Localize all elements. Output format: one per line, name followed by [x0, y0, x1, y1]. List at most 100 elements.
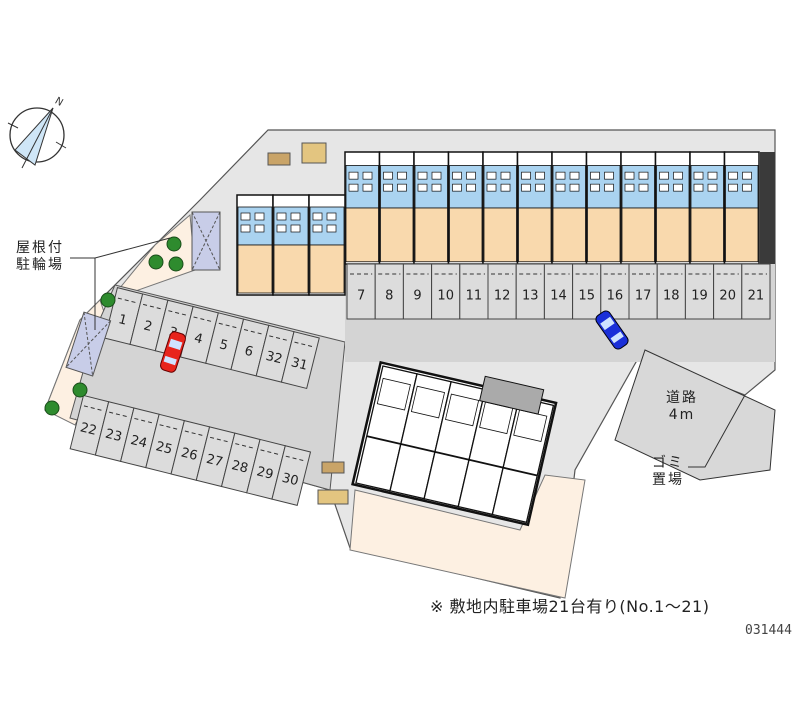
main-unit [654, 151, 691, 265]
main-unit [482, 151, 519, 265]
parking-space-number: 16 [607, 289, 624, 304]
parking-space: 21 [741, 263, 771, 320]
parking-space-number: 9 [413, 289, 421, 304]
left-building [236, 194, 346, 296]
parking-space-number: 1 [117, 312, 129, 329]
left-unit [236, 194, 274, 296]
main-unit [620, 151, 657, 265]
road [614, 349, 776, 481]
property-code: 031444 [745, 623, 792, 638]
parking-space: 12 [487, 263, 517, 320]
parking-space-number: 29 [255, 464, 275, 483]
parking-space-number: 2 [142, 318, 154, 335]
main-unit [413, 151, 450, 265]
main-unit [378, 151, 415, 265]
car-blue [595, 310, 629, 350]
tree [166, 236, 182, 252]
parking-space-number: 22 [78, 420, 98, 439]
parking-space-number: 6 [243, 344, 255, 361]
parking-space: 31 [280, 331, 320, 390]
garbage-label: ゴミ 置場 [652, 455, 684, 489]
trees [44, 236, 184, 416]
bike-roof-1 [191, 211, 221, 271]
main-unit [551, 151, 588, 265]
lower-unit [491, 396, 555, 524]
parking-space: 30 [271, 445, 312, 507]
main-unit [516, 151, 553, 265]
parking-space-number: 8 [385, 289, 393, 304]
garbage-label-line1: ゴミ [652, 455, 684, 471]
bike-parking-label-line1: 屋根付 [16, 240, 64, 256]
leader-garbage [688, 394, 746, 468]
road-name: 道路 [666, 390, 698, 406]
parking-space-number: 19 [691, 289, 708, 304]
parking-space-number: 12 [494, 289, 511, 304]
parking-space: 20 [713, 263, 743, 320]
parking-note: ※ 敷地内駐車場21台有り(No.1～21) [430, 597, 710, 616]
road-label: 道路 4m [666, 390, 698, 424]
parking-space-number: 15 [578, 289, 595, 304]
tree [44, 400, 60, 416]
parking-space-number: 30 [280, 471, 300, 490]
parking-space: 7 [346, 263, 376, 320]
parking-space-number: 28 [230, 458, 250, 477]
stair-lower [479, 375, 545, 415]
main-unit [344, 151, 381, 265]
parking-space: 9 [402, 263, 433, 320]
storage-box [301, 142, 327, 164]
road-width: 4m [668, 407, 696, 423]
meter-box-lower [321, 461, 345, 474]
lower-building [351, 360, 558, 527]
parking-space: 17 [628, 263, 658, 320]
parking-space: 16 [600, 263, 630, 320]
parking-space-number: 20 [719, 289, 736, 304]
parking-space-number: 32 [264, 349, 284, 368]
parking-space: 11 [459, 263, 489, 320]
yard-lower [349, 474, 586, 599]
parking-space-number: 11 [466, 289, 483, 304]
parking-row-top: 7 8 9 10 11 12 13 14 15 16 17 18 19 20 21 [346, 263, 771, 320]
parking-space-number: 4 [193, 331, 205, 348]
garbage-label-line2: 置場 [652, 472, 684, 488]
parking-space-number: 24 [129, 433, 149, 452]
bike-parking-label-line2: 駐輪場 [16, 257, 64, 273]
lower-unit [355, 365, 418, 492]
left-unit [272, 194, 310, 296]
parking-space-number: 27 [205, 452, 225, 471]
storage-box-lower [317, 489, 349, 505]
parking-space-number: 7 [357, 289, 365, 304]
parking-space-number: 14 [550, 289, 567, 304]
parking-space-number: 26 [179, 446, 199, 465]
meter-box [267, 152, 291, 166]
lower-unit [423, 380, 487, 508]
parking-space-number: 25 [154, 439, 174, 458]
tree [168, 256, 184, 272]
north-label: N [53, 96, 65, 109]
parking-space-number: 31 [289, 355, 309, 374]
parking-space: 8 [374, 263, 404, 320]
parking-space: 14 [543, 263, 574, 320]
parking-space-number: 21 [748, 289, 765, 304]
parking-space-number: 10 [437, 289, 454, 304]
parking-space-number: 5 [218, 337, 230, 354]
main-unit [447, 151, 484, 265]
main-unit [689, 151, 726, 265]
main-unit [723, 151, 760, 265]
parking-space-number: 23 [104, 427, 124, 446]
left-unit [308, 194, 346, 296]
parking-space: 19 [684, 263, 715, 320]
parking-space: 15 [572, 263, 602, 320]
parking-space-number: 13 [522, 289, 539, 304]
main-building [344, 151, 760, 265]
parking-space: 10 [431, 263, 461, 320]
parking-space-number: 17 [635, 289, 652, 304]
parking-space: 13 [515, 263, 545, 320]
compass-icon: N [7, 96, 67, 169]
parking-space: 18 [656, 263, 686, 320]
car-red [160, 331, 186, 373]
parking-row-lower-left: 22 23 24 25 26 27 28 29 30 [69, 394, 312, 507]
tree [100, 292, 116, 308]
dark-stair [760, 152, 775, 264]
parking-space-number: 18 [663, 289, 680, 304]
